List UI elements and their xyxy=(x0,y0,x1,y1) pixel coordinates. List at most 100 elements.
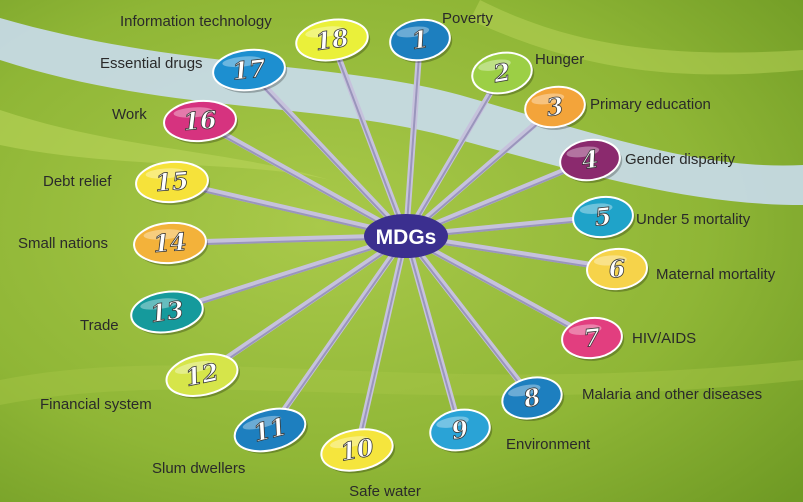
goal-bubble-highlight xyxy=(566,146,600,158)
goal-bubble-shape xyxy=(163,99,237,143)
goal-number: 13 xyxy=(148,295,185,328)
goal-label-4: Gender disparity xyxy=(625,151,736,168)
goal-bubble-shape xyxy=(133,221,207,265)
spoke-13 xyxy=(164,233,409,315)
goal-label-10: Safe water xyxy=(349,483,421,500)
goal-bubble-18: 18 xyxy=(295,18,371,64)
goal-bubble-highlight xyxy=(478,59,511,71)
goal-label-18: Information technology xyxy=(120,13,272,30)
spoke-7 xyxy=(403,233,595,341)
spoke-16 xyxy=(197,118,409,239)
goal-number: 1 xyxy=(410,24,431,55)
goal-number: 4 xyxy=(580,144,601,175)
goal-bubble-highlight xyxy=(508,384,541,397)
goal-number: 7 xyxy=(582,322,602,353)
goal-label-14: Small nations xyxy=(18,235,109,252)
spoke-shade-2 xyxy=(405,74,503,239)
goal-bubble-highlight xyxy=(140,298,180,310)
goal-bubble-3: 3 xyxy=(524,85,588,130)
goal-bubble-shape xyxy=(295,18,369,62)
goal-label-8: Malaria and other diseases xyxy=(582,386,763,403)
light-wave-2 xyxy=(470,0,803,75)
goal-bubble-shape xyxy=(586,247,648,291)
spoke-shade-12 xyxy=(201,237,407,378)
goal-number: 14 xyxy=(152,227,187,258)
goal-number: 3 xyxy=(545,91,566,122)
goal-bubble-17: 17 xyxy=(212,48,288,94)
spoke-shade-18 xyxy=(331,41,407,239)
goal-label-5: Under 5 mortality xyxy=(636,211,751,228)
goal-bubble-8: 8 xyxy=(501,376,565,422)
spoke-17 xyxy=(246,67,409,239)
goal-label-3: Primary education xyxy=(590,96,711,113)
goal-label-17: Essential drugs xyxy=(100,55,203,72)
goal-bubble-12: 12 xyxy=(165,353,241,399)
goal-label-16: Work xyxy=(112,106,147,123)
goal-bubble-shape xyxy=(212,48,286,92)
spoke-shade-16 xyxy=(199,122,407,239)
goal-label-11: Slum dwellers xyxy=(152,460,246,477)
goal-bubble-9: 9 xyxy=(429,408,493,453)
spoke-shade-9 xyxy=(405,237,461,433)
goal-bubble-highlight xyxy=(330,436,370,449)
goal-number: 12 xyxy=(183,357,222,392)
spoke-12 xyxy=(199,233,409,378)
spoke-shade-10 xyxy=(356,237,407,453)
goal-bubble-14: 14 xyxy=(133,221,209,266)
goal-bubble-shape xyxy=(135,160,209,204)
goal-bubble-highlight xyxy=(568,324,602,335)
goal-number: 9 xyxy=(449,414,471,446)
goal-label-13: Trade xyxy=(80,317,119,334)
light-wave xyxy=(0,110,330,180)
spoke-15 xyxy=(169,179,409,239)
goal-bubble-shape xyxy=(389,18,451,62)
goal-bubble-highlight xyxy=(396,26,430,38)
spoke-3 xyxy=(403,104,558,239)
goal-bubble-10: 10 xyxy=(320,428,396,474)
spoke-shade-17 xyxy=(248,71,407,239)
goal-number: 5 xyxy=(593,201,613,232)
goal-bubble-shape xyxy=(559,138,621,182)
goal-bubble-highlight xyxy=(593,255,627,266)
goal-number: 2 xyxy=(490,57,512,89)
spoke-shade-8 xyxy=(405,237,533,401)
goal-bubble-highlight xyxy=(222,56,262,68)
goal-bubble-shape xyxy=(233,407,307,453)
goal-bubble-15: 15 xyxy=(135,160,211,205)
goal-bubble-highlight xyxy=(174,361,214,374)
goal-bubble-4: 4 xyxy=(559,138,623,183)
goal-bubble-highlight xyxy=(145,168,186,179)
goal-bubble-shape xyxy=(165,353,239,397)
goal-bubble-shape xyxy=(501,376,563,420)
goal-bubble-highlight xyxy=(531,93,565,105)
goal-bubble-shape xyxy=(524,85,586,129)
goal-number: 15 xyxy=(154,166,189,197)
goal-number: 10 xyxy=(338,432,376,466)
spoke-shade-1 xyxy=(405,41,421,239)
goal-bubble-1: 1 xyxy=(389,18,453,63)
hub-shape xyxy=(364,214,448,258)
goal-label-1: Poverty xyxy=(442,10,493,27)
goal-label-7: HIV/AIDS xyxy=(632,330,697,347)
goal-bubble-shape xyxy=(471,51,533,95)
goal-bubble-6: 6 xyxy=(586,247,650,292)
spoke-shade-13 xyxy=(166,237,407,315)
goal-bubble-highlight xyxy=(143,229,184,240)
goal-bubble-16: 16 xyxy=(163,99,239,144)
goal-label-15: Debt relief xyxy=(43,173,112,190)
goal-bubble-highlight xyxy=(436,416,469,428)
goal-bubble-highlight xyxy=(579,203,613,214)
spoke-shade-3 xyxy=(405,108,556,239)
goal-bubble-shape xyxy=(429,408,491,452)
goal-bubble-shape xyxy=(572,195,634,239)
goal-number: 17 xyxy=(231,53,268,85)
spoke-shade-7 xyxy=(405,237,593,341)
goal-bubble-5: 5 xyxy=(572,195,636,240)
goal-label-12: Financial system xyxy=(40,396,152,413)
goal-label-9: Environment xyxy=(506,436,591,453)
goal-bubble-shape xyxy=(320,428,394,472)
goal-number: 6 xyxy=(608,253,627,283)
goal-bubble-highlight xyxy=(242,415,282,430)
